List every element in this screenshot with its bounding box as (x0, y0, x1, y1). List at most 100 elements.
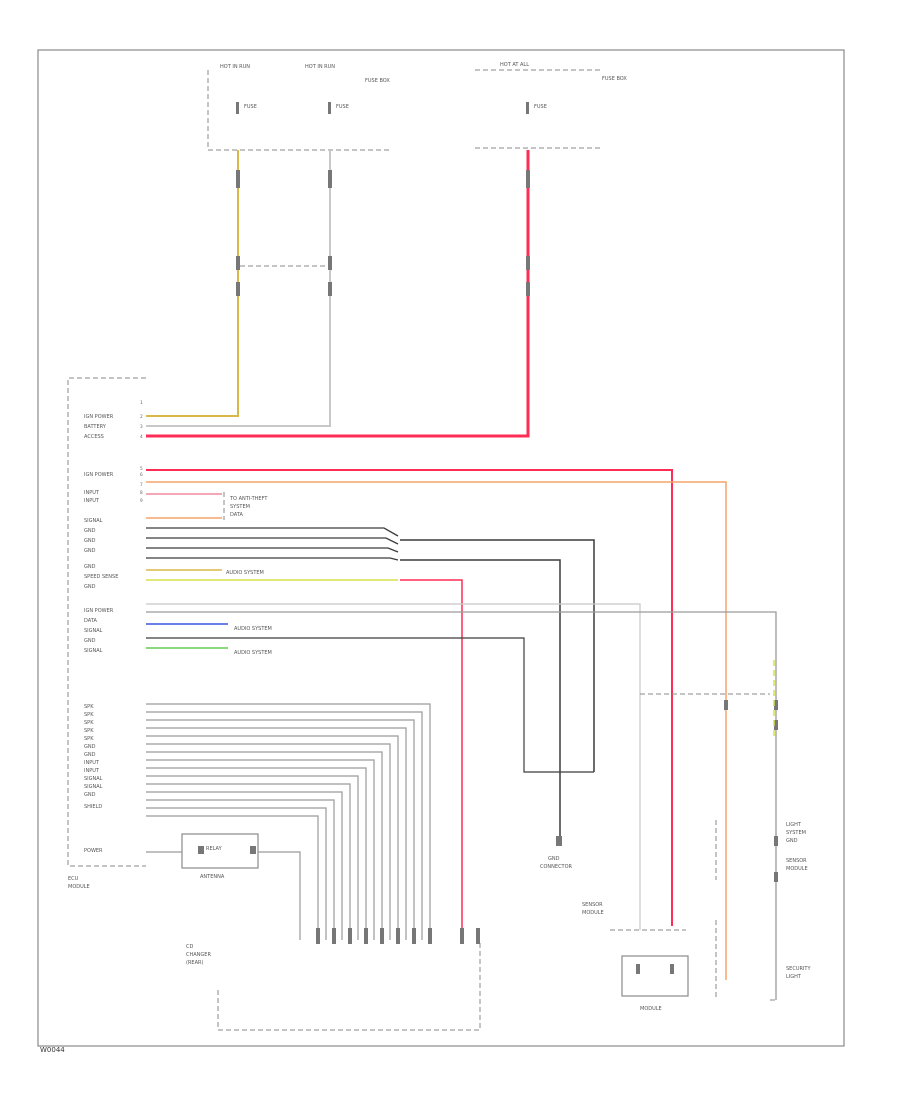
svg-text:CD: CD (186, 944, 193, 950)
svg-text:2: 2 (140, 414, 143, 420)
svg-text:SPK: SPK (84, 736, 94, 742)
svg-text:FUSE: FUSE (244, 104, 257, 110)
svg-text:SHIELD: SHIELD (84, 804, 102, 810)
svg-text:SIGNAL: SIGNAL (84, 518, 103, 524)
svg-text:ACCESS: ACCESS (84, 434, 104, 440)
svg-text:AUDIO SYSTEM: AUDIO SYSTEM (234, 650, 272, 656)
right-module: MODULE SENSOR MODULE (582, 902, 689, 1012)
svg-text:SPK: SPK (84, 720, 94, 726)
svg-text:FUSE: FUSE (534, 104, 547, 110)
svg-text:SPK: SPK (84, 712, 94, 718)
svg-text:CHANGER: CHANGER (186, 952, 211, 958)
radio-connector-pins (316, 928, 480, 944)
wire-gray-supply (146, 150, 331, 427)
fuse-box-right: HOT AT ALL FUSE BOX (475, 62, 627, 149)
svg-text:5: 5 (140, 466, 143, 472)
svg-text:FUSE BOX: FUSE BOX (602, 76, 627, 82)
svg-text:9: 9 (140, 498, 143, 504)
svg-text:CONNECTOR: CONNECTOR (540, 864, 573, 870)
wire-red-ign (146, 469, 673, 926)
svg-text:SENSOR: SENSOR (786, 858, 807, 864)
svg-text:GND: GND (84, 792, 96, 798)
svg-text:1: 1 (140, 400, 143, 406)
svg-text:IGN POWER: IGN POWER (84, 472, 114, 478)
svg-text:HOT IN RUN: HOT IN RUN (220, 64, 250, 70)
svg-text:IGN POWER: IGN POWER (84, 608, 114, 614)
svg-text:INPUT: INPUT (84, 490, 100, 496)
svg-text:TO ANTI-THEFT: TO ANTI-THEFT (229, 496, 268, 502)
svg-text:INPUT: INPUT (84, 498, 100, 504)
svg-text:GND: GND (84, 538, 96, 544)
supply-connectors (236, 170, 530, 296)
svg-text:SIGNAL: SIGNAL (84, 648, 103, 654)
svg-text:ECU: ECU (68, 876, 79, 882)
svg-text:SECURITY: SECURITY (786, 966, 811, 972)
svg-text:(REAR): (REAR) (186, 960, 203, 966)
sensor-ground: GND CONNECTOR (540, 836, 573, 870)
fuse-1: FUSE (236, 102, 257, 114)
svg-text:AUDIO SYSTEM: AUDIO SYSTEM (226, 570, 264, 576)
far-right-connectors: LIGHT SYSTEM GND SENSOR MODULE SECURITY … (640, 693, 811, 1001)
wire-dark-to-sensor (146, 637, 594, 773)
wire-orange (146, 481, 727, 980)
svg-text:SPK: SPK (84, 728, 94, 734)
wire-yellow-supply (146, 150, 239, 417)
wire-red-supply (146, 150, 530, 438)
svg-text:IGN POWER: IGN POWER (84, 414, 114, 420)
fuse-2: FUSE (328, 102, 349, 114)
svg-text:MODULE: MODULE (640, 1006, 662, 1012)
svg-text:DATA: DATA (230, 512, 243, 518)
svg-text:SPEED SENSE: SPEED SENSE (84, 574, 118, 580)
svg-text:SIGNAL: SIGNAL (84, 776, 103, 782)
svg-text:GND: GND (84, 752, 96, 758)
svg-text:FUSE BOX: FUSE BOX (365, 78, 390, 84)
svg-text:LIGHT: LIGHT (786, 974, 802, 980)
svg-text:MODULE: MODULE (68, 884, 90, 890)
diagram-code: W0044 (40, 1046, 65, 1054)
svg-text:FUSE: FUSE (336, 104, 349, 110)
svg-text:GND: GND (786, 838, 798, 844)
svg-text:GND: GND (84, 638, 96, 644)
diagram-border (37, 49, 845, 1047)
svg-text:INPUT: INPUT (84, 760, 100, 766)
svg-text:3: 3 (140, 424, 143, 430)
wire-gray-long (146, 603, 641, 930)
svg-text:LIGHT: LIGHT (786, 822, 802, 828)
svg-text:SYSTEM: SYSTEM (230, 504, 250, 510)
svg-text:POWER: POWER (84, 848, 103, 854)
svg-text:GND: GND (548, 856, 560, 862)
svg-text:SYSTEM: SYSTEM (786, 830, 806, 836)
svg-text:8: 8 (140, 490, 143, 496)
svg-text:MODULE: MODULE (786, 866, 808, 872)
svg-text:HOT IN RUN: HOT IN RUN (305, 64, 335, 70)
svg-text:SIGNAL: SIGNAL (84, 628, 103, 634)
ground-wires (146, 527, 595, 840)
wire-red-down (400, 579, 463, 930)
fuse-box-left: HOT IN RUN HOT IN RUN FUSE BOX (207, 64, 392, 151)
svg-text:MODULE: MODULE (582, 910, 604, 916)
svg-text:GND: GND (84, 584, 96, 590)
svg-text:GND: GND (84, 744, 96, 750)
svg-text:DATA: DATA (84, 618, 97, 624)
svg-text:GND: GND (84, 564, 96, 570)
wire-gray-far (146, 611, 777, 1000)
svg-text:GND: GND (84, 548, 96, 554)
svg-text:INPUT: INPUT (84, 768, 100, 774)
svg-text:6: 6 (140, 472, 143, 478)
svg-text:SENSOR: SENSOR (582, 902, 603, 908)
svg-text:AUDIO SYSTEM: AUDIO SYSTEM (234, 626, 272, 632)
svg-text:7: 7 (140, 482, 143, 488)
svg-text:RELAY: RELAY (206, 846, 223, 852)
speaker-wire-bundle (146, 703, 431, 940)
svg-text:HOT AT ALL: HOT AT ALL (500, 62, 529, 68)
radio-connector-box (217, 940, 481, 1031)
svg-text:ANTENNA: ANTENNA (200, 874, 225, 880)
svg-text:SIGNAL: SIGNAL (84, 784, 103, 790)
svg-text:GND: GND (84, 528, 96, 534)
svg-text:4: 4 (140, 434, 143, 440)
svg-text:BATTERY: BATTERY (84, 424, 107, 430)
fuse-3: FUSE (526, 102, 547, 114)
svg-text:SPK: SPK (84, 704, 94, 710)
inline-relay: RELAY ANTENNA (146, 833, 301, 940)
